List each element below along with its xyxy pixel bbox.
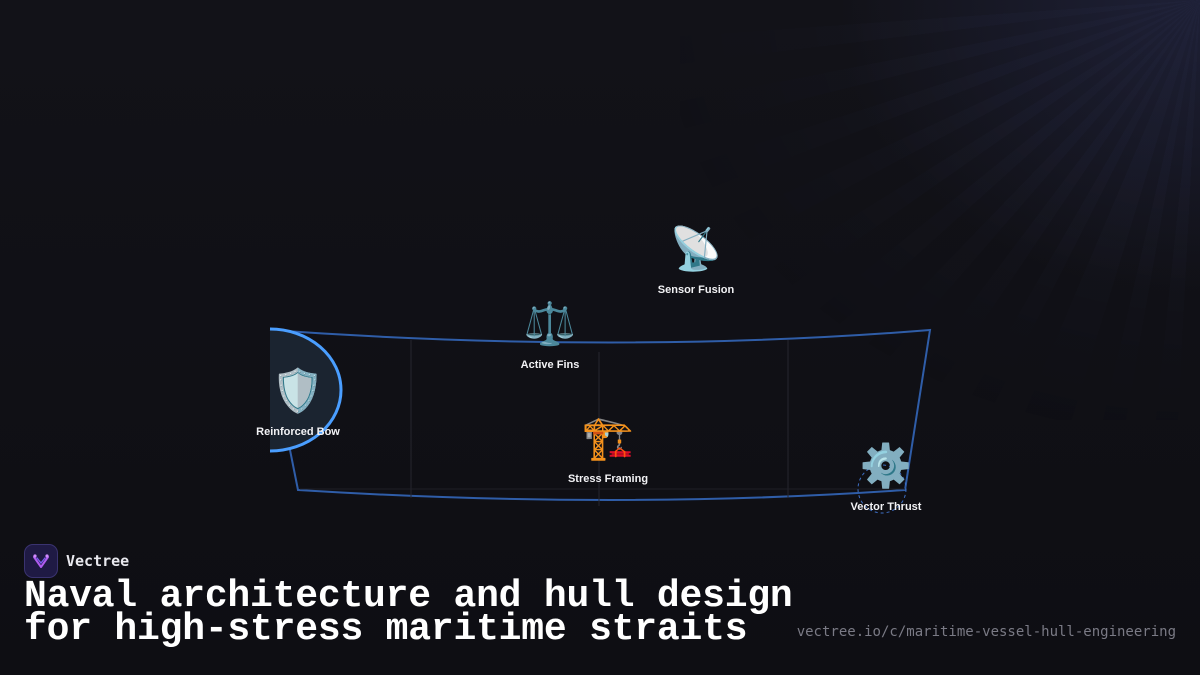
node-label: Sensor Fusion bbox=[657, 284, 735, 296]
gear-icon: ⚙️ bbox=[859, 442, 913, 489]
source-url[interactable]: vectree.io/c/maritime-vessel-hull-engine… bbox=[796, 624, 1176, 640]
node-label: Stress Framing bbox=[567, 473, 649, 485]
thrust-ring bbox=[857, 464, 907, 514]
satellite-dish-icon: 📡 bbox=[669, 225, 723, 272]
node-sensor-fusion[interactable]: 📡 Sensor Fusion bbox=[658, 224, 734, 296]
background-rays bbox=[680, 0, 1200, 420]
node-reinforced-bow[interactable]: 🛡️ Reinforced Bow bbox=[256, 366, 340, 438]
node-stress-framing[interactable]: 🏗️ Stress Framing bbox=[568, 413, 648, 485]
vectree-logo-icon bbox=[24, 544, 58, 578]
scales-icon: ⚖️ bbox=[523, 300, 577, 347]
node-label: Reinforced Bow bbox=[256, 426, 340, 438]
node-label: Active Fins bbox=[520, 359, 580, 371]
title-line-2: for high-stress maritime straits bbox=[24, 608, 748, 651]
shield-icon: 🛡️ bbox=[271, 367, 325, 414]
crane-icon: 🏗️ bbox=[581, 414, 635, 461]
page-title: Naval architecture and hull design for h… bbox=[24, 575, 793, 651]
node-vector-thrust[interactable]: ⚙️ Vector Thrust bbox=[851, 441, 922, 513]
title-line-1: Naval architecture and hull design bbox=[24, 575, 793, 618]
brand-name: Vectree bbox=[66, 552, 130, 570]
bow-highlight-arc bbox=[269, 327, 343, 453]
hull-outline bbox=[269, 328, 932, 501]
bow-highlight bbox=[270, 329, 341, 451]
node-label: Vector Thrust bbox=[850, 501, 922, 513]
node-active-fins[interactable]: ⚖️ Active Fins bbox=[521, 299, 580, 371]
brand[interactable]: Vectree bbox=[24, 544, 129, 578]
